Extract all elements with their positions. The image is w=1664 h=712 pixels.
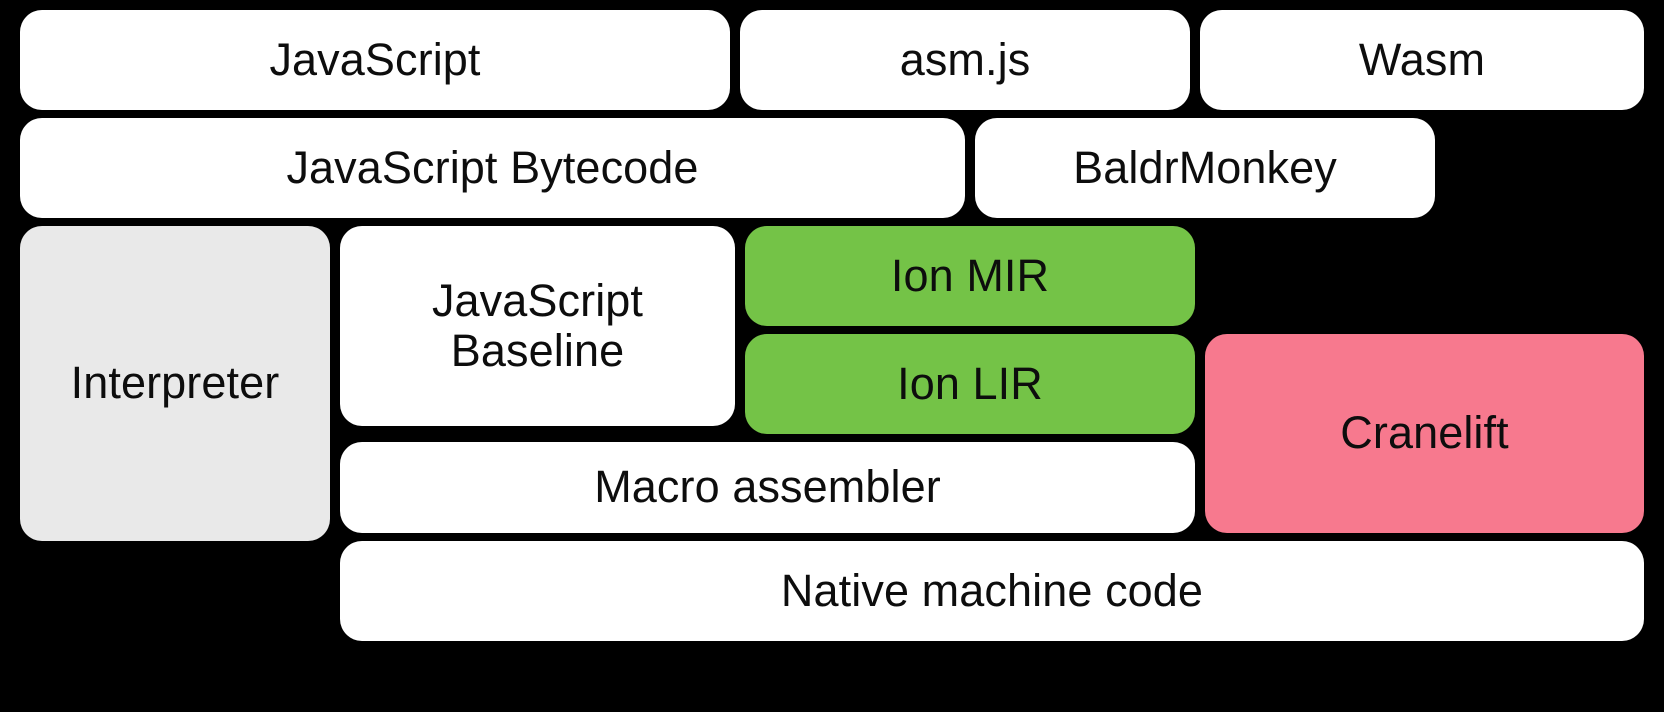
node-label-ion-lir: Ion LIR bbox=[897, 357, 1043, 409]
node-label-macro-assembler: Macro assembler bbox=[594, 461, 941, 513]
node-javascript: JavaScript bbox=[20, 10, 730, 110]
node-javascript-bytecode: JavaScript Bytecode bbox=[20, 118, 965, 218]
node-baldrmonkey: BaldrMonkey bbox=[975, 118, 1435, 218]
node-native-machine-code: Native machine code bbox=[340, 541, 1644, 641]
node-label-interpreter: Interpreter bbox=[70, 357, 280, 409]
node-macro-assembler: Macro assembler bbox=[340, 442, 1195, 533]
node-label-native-machine-code: Native machine code bbox=[780, 564, 1204, 616]
node-label-wasm: Wasm bbox=[1358, 33, 1486, 85]
node-label-ion-mir: Ion MIR bbox=[890, 249, 1050, 301]
node-wasm: Wasm bbox=[1200, 10, 1644, 110]
node-label-cranelift: Cranelift bbox=[1340, 407, 1509, 459]
node-label-baldrmonkey: BaldrMonkey bbox=[1073, 141, 1337, 193]
node-label-asm-js: asm.js bbox=[899, 33, 1031, 85]
node-label-javascript: JavaScript bbox=[269, 33, 481, 85]
node-ion-mir: Ion MIR bbox=[745, 226, 1195, 326]
node-ion-lir: Ion LIR bbox=[745, 334, 1195, 434]
node-label-javascript-baseline: JavaScript Baseline bbox=[431, 274, 644, 376]
node-label-javascript-bytecode: JavaScript Bytecode bbox=[286, 141, 699, 193]
node-javascript-baseline: JavaScript Baseline bbox=[340, 226, 735, 426]
node-cranelift: Cranelift bbox=[1205, 334, 1644, 533]
node-interpreter: Interpreter bbox=[20, 226, 330, 541]
node-asm-js: asm.js bbox=[740, 10, 1190, 110]
